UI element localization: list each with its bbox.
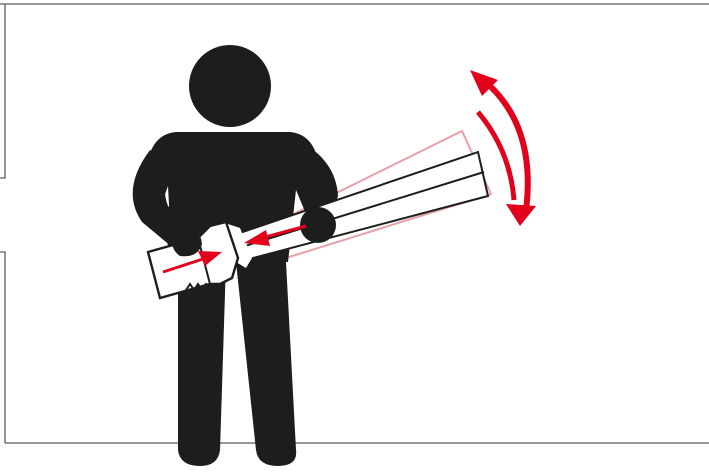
frame-left-lower-line [0, 252, 5, 443]
person-head [189, 45, 271, 127]
curved-double-arrow-icon [470, 70, 536, 226]
frame-left-upper-line [0, 4, 5, 178]
swing-arrowhead-down [506, 204, 536, 226]
person-right-leg [236, 262, 296, 466]
swing-arc-outer [490, 86, 528, 210]
person-left-leg [178, 262, 226, 466]
